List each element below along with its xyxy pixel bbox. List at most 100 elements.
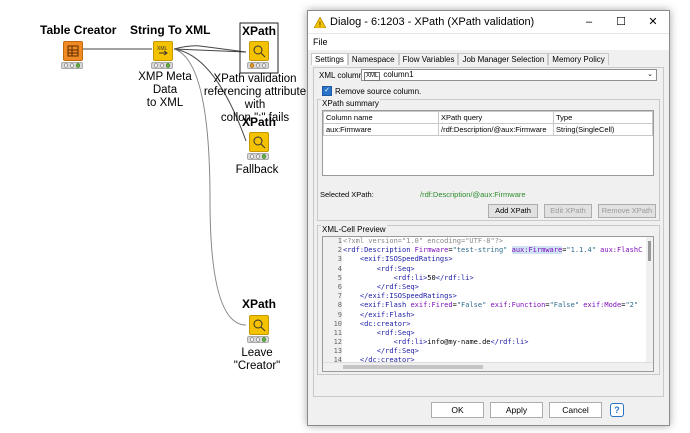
code-line: <rdf:li>info@my-name.de</rdf:li>: [393, 338, 529, 347]
table-cell: /rdf:Description/@aux:Firmware: [438, 123, 554, 136]
tab-namespace[interactable]: Namespace: [347, 53, 399, 65]
node-label-line: XPath validation referencing attribute w…: [203, 73, 307, 124]
add-xpath-button[interactable]: Add XPath: [488, 204, 538, 218]
line-number: 11: [333, 328, 342, 337]
node-status-xpath-2: [247, 153, 269, 160]
warning-icon: !: [314, 16, 326, 28]
code-line: </rdf:Seq>: [376, 347, 419, 356]
selected-xpath-value: /rdf:Description/@aux:Firmware: [420, 190, 526, 199]
scroll-thumb[interactable]: [648, 241, 651, 261]
tab-bar: Settings Namespace Flow Variables Job Ma…: [308, 52, 669, 65]
line-number: 2: [337, 246, 342, 255]
connection-line: [173, 45, 247, 53]
xpath-summary-table[interactable]: Column name XPath query Type aux:Firmwar…: [322, 110, 654, 176]
line-gutter: 1 2 3 4 5 6 7 8 9 10 11 12 13 14: [323, 237, 342, 365]
code-line: <rdf:li>50</rdf:li>: [393, 273, 474, 282]
node-title-xpath-1: XPath: [242, 24, 277, 38]
line-number: 4: [337, 264, 342, 273]
code-line: </rdf:Seq>: [376, 282, 419, 291]
node-title-xpath-2: XPath: [242, 115, 277, 129]
connection-line: [173, 48, 247, 326]
xml-preview-title: XML-Cell Preview: [321, 225, 387, 234]
column-header[interactable]: XPath query: [438, 111, 554, 124]
xml-column-value: column1: [383, 70, 414, 79]
xml-preview-editor[interactable]: 1 2 3 4 5 6 7 8 9 10 11 12 13 14 <?xml v…: [322, 236, 654, 372]
connection-line: [173, 48, 247, 53]
remove-source-row[interactable]: ✓ Remove source column.: [322, 86, 421, 96]
connection-line: [173, 48, 247, 142]
xml-column-row: XML column:: [319, 71, 365, 80]
line-number: 10: [333, 319, 342, 328]
line-number: 5: [337, 273, 342, 282]
node-label-xpath-2: Fallback: [235, 164, 279, 176]
line-number: 1: [337, 237, 342, 245]
menu-file[interactable]: File: [313, 37, 328, 47]
xpath-node-icon[interactable]: [249, 41, 269, 61]
minimize-button[interactable]: –: [585, 16, 593, 28]
remove-xpath-button[interactable]: Remove XPath: [598, 204, 656, 218]
maximize-button[interactable]: ☐: [616, 16, 626, 28]
xml-preview-group: XML-Cell Preview 1 2 3 4 5 6 7 8 9 10 11…: [317, 225, 660, 375]
xpath-magnifier-icon: [253, 45, 266, 58]
column-header[interactable]: Type: [553, 111, 653, 124]
remove-source-checkbox[interactable]: ✓: [322, 86, 332, 96]
dialog-title: Dialog - 6:1203 - XPath (XPath validatio…: [330, 16, 535, 28]
selected-node-frame: [239, 22, 279, 74]
code-line: <rdf:Seq>: [376, 264, 415, 273]
code-line: <rdf:Seq>: [376, 328, 415, 337]
help-icon[interactable]: ?: [610, 403, 624, 417]
dialog-titlebar[interactable]: ! Dialog - 6:1203 - XPath (XPath validat…: [308, 11, 669, 34]
line-number: 9: [337, 310, 342, 319]
code-line: <dc:creator>: [359, 319, 411, 328]
remove-source-label: Remove source column.: [335, 86, 422, 96]
node-title-table-creator: Table Creator: [40, 23, 117, 37]
ok-button[interactable]: OK: [431, 402, 484, 418]
node-label-string-to-xml: XMP Meta Data to XML: [125, 71, 205, 110]
xpath-node-icon[interactable]: [249, 132, 269, 152]
tab-job-manager[interactable]: Job Manager Selection: [458, 53, 549, 65]
node-label-xpath-1: XPath validation referencing attribute w…: [200, 73, 310, 125]
xpath-magnifier-icon: [253, 136, 266, 149]
selected-xpath-label: Selected XPath:: [320, 190, 374, 199]
xml-type-badge: XML: [364, 72, 381, 81]
vertical-scrollbar[interactable]: [646, 237, 653, 365]
table-creator-icon[interactable]: [63, 41, 83, 61]
code-line: <exif:Flash exif:Fired="False" exif:Func…: [359, 301, 639, 310]
xpath-node-icon[interactable]: [249, 315, 269, 335]
tab-settings[interactable]: Settings: [311, 53, 348, 65]
table-header-row: Column name XPath query Type: [323, 111, 653, 124]
horizontal-scrollbar[interactable]: [323, 362, 653, 371]
node-title-xpath-3: XPath: [242, 297, 277, 311]
node-status-xpath-1: [247, 62, 269, 69]
column-header[interactable]: Column name: [323, 111, 439, 124]
line-number: 8: [337, 301, 342, 310]
table-cell: aux:Firmware: [323, 123, 439, 136]
code-line: </exif:ISOSpeedRatings>: [359, 292, 457, 301]
cancel-button[interactable]: Cancel: [549, 402, 602, 418]
code-lines: <?xml version="1.0" encoding="UTF-8"?> <…: [343, 237, 642, 366]
table-row[interactable]: aux:Firmware /rdf:Description/@aux:Firmw…: [323, 123, 653, 136]
apply-button[interactable]: Apply: [490, 402, 543, 418]
xpath-dialog: ! Dialog - 6:1203 - XPath (XPath validat…: [307, 10, 670, 426]
xpath-summary-title: XPath summary: [321, 99, 380, 108]
string-to-xml-icon[interactable]: XML: [153, 41, 173, 61]
code-line: <exif:ISOSpeedRatings>: [359, 255, 453, 264]
table-cell: String(SingleCell): [553, 123, 653, 136]
window-buttons: – ☐ ✕: [573, 11, 669, 33]
close-button[interactable]: ✕: [648, 16, 658, 28]
menu-bar: File: [308, 34, 669, 50]
edit-xpath-button[interactable]: Edit XPath: [544, 204, 592, 218]
scroll-thumb[interactable]: [343, 365, 483, 369]
tab-flow-variables[interactable]: Flow Variables: [398, 53, 459, 65]
code-line: </exif:Flash>: [359, 310, 415, 319]
code-line: <?xml version="1.0" encoding="UTF-8"?>: [343, 237, 504, 245]
code-line: </dc:creator>: [359, 356, 415, 365]
line-number: 3: [337, 255, 342, 264]
node-status-table-creator: [61, 62, 83, 69]
xpath-summary-group: XPath summary Column name XPath query Ty…: [317, 99, 660, 221]
code-line: <rdf:Description Firmware="test-string" …: [343, 246, 643, 255]
xml-convert-icon: XML: [157, 46, 168, 56]
tab-memory-policy[interactable]: Memory Policy: [548, 53, 609, 65]
